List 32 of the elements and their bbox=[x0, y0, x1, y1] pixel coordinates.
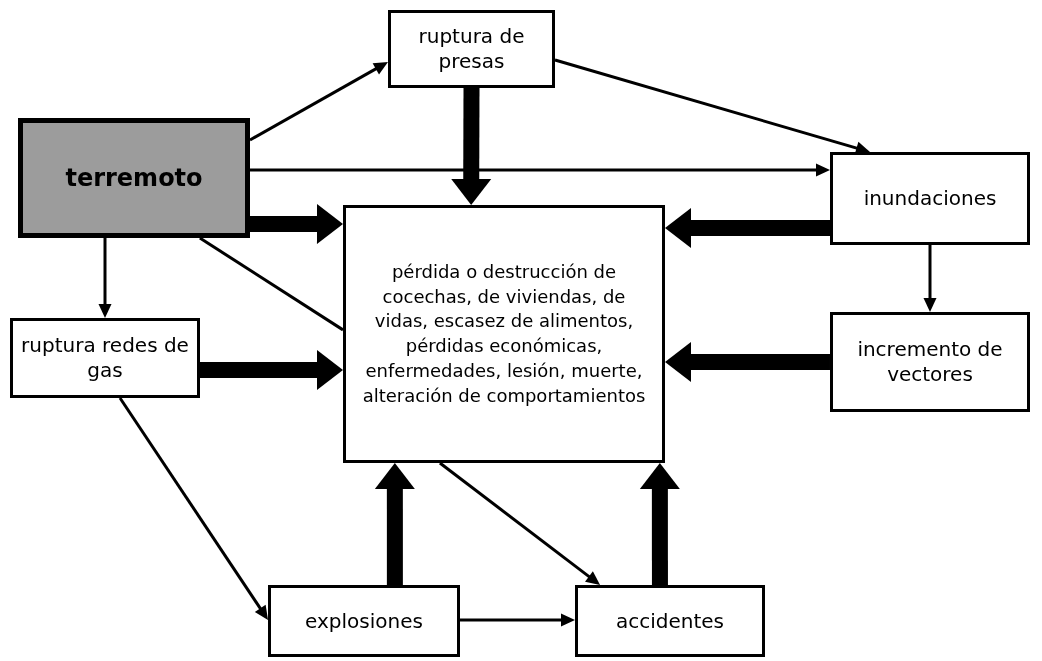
arrow bbox=[923, 245, 937, 312]
effect-box bbox=[268, 585, 460, 657]
effect-box bbox=[10, 318, 200, 398]
arrow bbox=[554, 58, 870, 155]
block-arrow bbox=[451, 87, 492, 205]
effect-box bbox=[343, 205, 665, 463]
effect-box bbox=[388, 10, 555, 88]
connector-line bbox=[199, 236, 344, 332]
block-arrow bbox=[200, 350, 343, 391]
node-text: terremoto bbox=[65, 163, 203, 193]
arrow bbox=[98, 238, 112, 318]
node-text: pérdida o destrucción de cocechas, de viviendas, de vidas, escasez de alimentos, pérdidas económicas, enfermedades, lesión, muerte, alteración de comportamientos bbox=[361, 259, 647, 408]
node-text: ruptura de presas bbox=[417, 24, 526, 74]
node-text: explosiones bbox=[305, 608, 423, 634]
node-text: accidentes bbox=[615, 608, 724, 634]
effect-box bbox=[830, 152, 1030, 245]
node-text: ruptura redes de gas bbox=[21, 333, 189, 383]
node-text: incremento de vectores bbox=[856, 337, 1004, 387]
arrow bbox=[118, 397, 268, 620]
arrow bbox=[439, 461, 601, 585]
block-arrow bbox=[665, 207, 830, 248]
effect-box bbox=[830, 312, 1030, 412]
arrow bbox=[249, 62, 388, 142]
block-arrow bbox=[374, 463, 415, 585]
effect-box bbox=[575, 585, 765, 657]
arrow bbox=[250, 163, 830, 177]
node-text: inundaciones bbox=[863, 186, 997, 211]
block-arrow bbox=[665, 342, 830, 383]
hazard-box bbox=[18, 118, 250, 238]
arrow bbox=[460, 613, 575, 627]
block-arrow bbox=[250, 204, 343, 245]
block-arrow bbox=[639, 463, 680, 585]
